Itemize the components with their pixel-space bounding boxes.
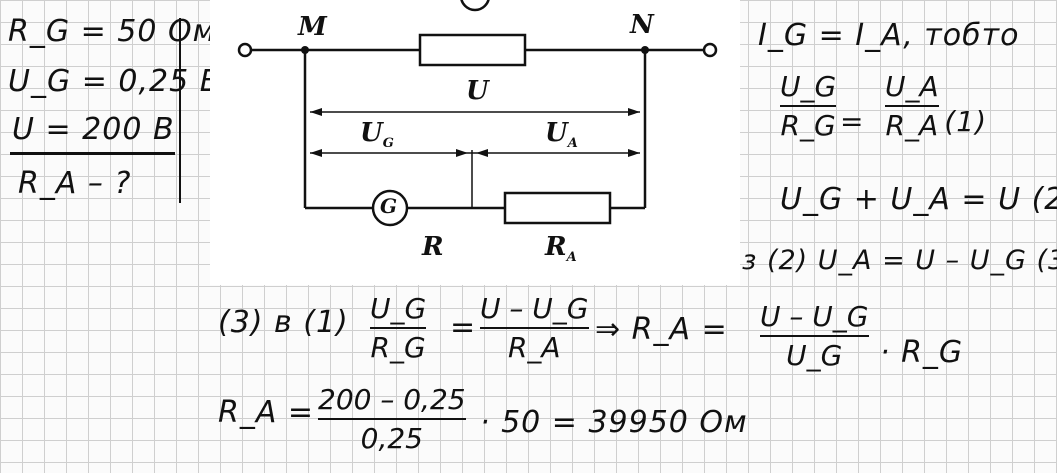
voltage-ug-sub: G: [382, 136, 394, 152]
terminal-left: [237, 42, 253, 58]
given-ug: U_G = 0,25 В: [8, 64, 222, 99]
eq2: U_G + U_A = U (2): [780, 182, 1057, 217]
node-m-label: M: [298, 12, 327, 42]
eq1-den-left: R_G: [780, 109, 836, 142]
sub-den-left: R_G: [370, 331, 426, 364]
given-find: R_A – ?: [18, 166, 132, 201]
substitution-prefix: (3) в (1): [218, 305, 349, 340]
top-partial-circle: [460, 0, 490, 12]
current-equality: I_G = I_A, тобто: [758, 18, 1020, 53]
sub-num-left: U_G: [370, 292, 427, 325]
given-rg: R_G = 50 Ом: [8, 14, 217, 49]
eq1-tag: = (1): [840, 105, 988, 138]
ra-label: RA: [545, 232, 577, 265]
given-bracket: [179, 18, 181, 203]
circuit-diagram: M N U UG UA G R RA: [210, 0, 740, 285]
eq1-left-fraction: U_G R_G: [780, 70, 837, 142]
ra-sub: A: [566, 250, 577, 266]
given-divider: [10, 152, 175, 155]
voltage-ua-main: U: [545, 118, 568, 148]
final-prefix: R_A =: [218, 395, 315, 430]
result-tail: · R_G: [880, 335, 964, 370]
eq1-num-right: U_A: [885, 70, 939, 103]
voltage-ua-sub: A: [567, 136, 578, 152]
eq3: з (2) U_A = U – U_G (3): [742, 245, 1057, 276]
final-num: 200 – 0,25: [318, 383, 466, 416]
sub-equals: =: [450, 310, 477, 345]
sub-right-fraction: U – U_G R_A: [480, 292, 589, 364]
ra-main: R: [545, 232, 567, 262]
r-label: R: [422, 232, 444, 262]
voltage-ua-label: UA: [545, 118, 578, 151]
given-u: U = 200 В: [12, 112, 175, 147]
final-result: · 50 = 39950 Ом: [480, 405, 748, 440]
sub-num-right: U – U_G: [480, 292, 589, 325]
eq1-right-fraction: U_A R_A: [885, 70, 939, 142]
resistor-ra: [503, 191, 612, 225]
res-den: U_G: [786, 339, 843, 372]
circuit-schematic: [237, 0, 718, 227]
voltage-ug-label: UG: [360, 118, 394, 151]
voltage-u-label: U: [466, 76, 489, 106]
eq1-num-left: U_G: [780, 70, 837, 103]
eq1-den-right: R_A: [885, 109, 939, 142]
terminal-right: [702, 42, 718, 58]
implies-ra: ⇒ R_A =: [595, 312, 728, 347]
sub-left-fraction: U_G R_G: [370, 292, 427, 364]
sub-den-right: R_A: [507, 331, 561, 364]
resistor-top: [418, 33, 527, 67]
res-num: U – U_G: [760, 300, 869, 333]
node-n-label: N: [630, 10, 654, 40]
voltage-ug-main: U: [360, 118, 383, 148]
final-fraction: 200 – 0,25 0,25: [318, 383, 466, 455]
galvanometer-label: G: [380, 194, 398, 218]
result-fraction: U – U_G U_G: [760, 300, 869, 372]
final-den: 0,25: [360, 422, 423, 455]
